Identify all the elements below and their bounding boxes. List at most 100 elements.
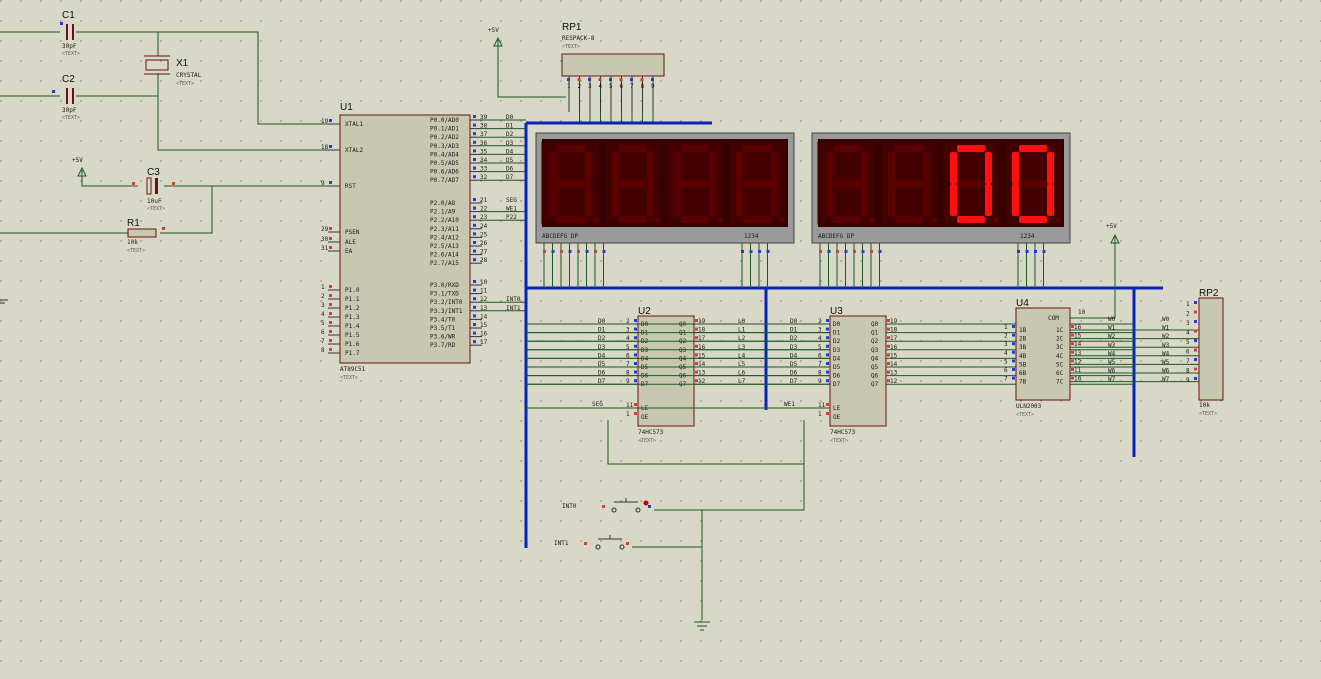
capacitor-c2[interactable]: C2 30pF <TEXT>: [52, 74, 80, 121]
u1-pin-number: 31: [321, 245, 329, 252]
rp1-pin-number: 8: [641, 83, 645, 90]
pin-marker: [695, 336, 698, 340]
display-segment: [861, 152, 868, 184]
pin-marker: [473, 123, 476, 127]
crystal-x1[interactable]: X1 CRYSTAL <TEXT>: [144, 55, 202, 87]
u1-pin-name: P3.7/RD: [430, 342, 456, 349]
latch-ctrl-name: LE: [833, 405, 841, 412]
u1-pin-number: 21: [480, 197, 488, 204]
u1-pin-number: 18: [321, 144, 329, 151]
driver-net-label: W0: [1108, 316, 1116, 323]
u1-pin-name: P1.1: [345, 296, 360, 303]
pin-marker: [634, 353, 637, 357]
rp2-pin-number: 1: [1186, 301, 1190, 308]
latch-out-pin: 12: [698, 378, 706, 385]
u1-ref: U1: [340, 102, 353, 113]
button-int1[interactable]: INT1: [554, 535, 629, 550]
pin-marker: [1071, 376, 1074, 380]
svg-text:+5V: +5V: [1106, 223, 1117, 230]
capacitor-c3[interactable]: C3 10uF <TEXT>: [132, 167, 175, 212]
u1-pin-number: 3: [321, 302, 325, 309]
u1-pin-number: 7: [321, 338, 325, 345]
u1-pin-number: 17: [480, 339, 488, 346]
pin-marker: [826, 379, 829, 383]
latch-in-net: D2: [598, 335, 606, 342]
latch-text: <TEXT>: [830, 438, 848, 444]
u1-pin-name: P0.2/AD2: [430, 134, 459, 141]
latch-in-name: D4: [833, 355, 841, 362]
c2-value: 30pF: [62, 107, 77, 114]
driver-in-pin: 1: [1004, 324, 1008, 331]
pin-marker: [634, 412, 637, 415]
u1-pin-name: P1.2: [345, 305, 360, 312]
rp2-net-label: W1: [1162, 325, 1170, 332]
display-segment: [833, 145, 861, 152]
pin-marker: [826, 336, 829, 340]
display-segment: [1019, 145, 1047, 152]
rp2-pin-number: 5: [1186, 339, 1190, 346]
rp1-value: RESPACK-8: [562, 35, 595, 42]
display-segment-label: ABCDEFG DP: [818, 233, 855, 240]
display-segment: [647, 184, 654, 216]
pin-marker: [741, 250, 744, 253]
display-decimal-point: [1056, 218, 1060, 222]
rp2-net-label: W3: [1162, 342, 1170, 349]
rp2-net-label: W7: [1162, 376, 1170, 383]
rp1-pin-number: 2: [578, 83, 582, 90]
pin-marker: [826, 362, 829, 365]
pin-marker: [329, 145, 332, 148]
driver-out-name: 4C: [1056, 353, 1064, 360]
pin-marker: [473, 206, 476, 210]
rp2-pin-number: 4: [1186, 330, 1190, 337]
rp1-pin-number: 6: [620, 83, 624, 90]
latch-in-pin: 7: [818, 361, 822, 368]
pin-marker: [329, 246, 332, 249]
driver-in-pin: 5: [1004, 358, 1008, 365]
pin-marker: [1194, 358, 1197, 361]
display-segment: [585, 184, 592, 216]
driver-net-label: W4: [1108, 350, 1116, 357]
pin-marker: [585, 250, 589, 253]
u1-pin-name: P2.7/A15: [430, 260, 459, 267]
latch-in-pin: 5: [818, 344, 822, 351]
pin-marker: [695, 370, 698, 374]
resistor-r1[interactable]: R1 10k <TEXT>: [127, 218, 165, 254]
latch-le-net: WE1: [784, 401, 795, 408]
u1-pin-number: 39: [480, 114, 488, 121]
u1-pin-number: 11: [480, 288, 488, 295]
display-segment: [950, 152, 957, 184]
pin-marker: [887, 379, 890, 383]
u1-pin-name: P2.6/A14: [430, 252, 459, 259]
pin-marker: [634, 379, 637, 383]
u1-pin-number: 4: [321, 311, 325, 318]
u1-pin-name: P2.1/A9: [430, 209, 456, 216]
pin-marker: [1012, 325, 1015, 328]
driver-in-pin: 3: [1004, 341, 1008, 348]
pin-marker: [695, 379, 698, 383]
driver-net-label: W1: [1108, 325, 1116, 332]
latch-out-pin: 19: [890, 318, 898, 325]
power-symbol-1: +5V: [72, 157, 87, 180]
button-int0[interactable]: INT0: [562, 498, 651, 513]
latch-body: [829, 315, 887, 427]
capacitor-c1[interactable]: C1 30pF <TEXT>: [60, 10, 80, 57]
pin-marker: [473, 232, 476, 236]
pin-marker: [329, 294, 332, 297]
pin-marker: [651, 78, 654, 81]
u1-pin-number: 27: [480, 249, 488, 256]
driver-out-name: 2C: [1056, 336, 1064, 343]
u1-pin-name: P0.5/AD5: [430, 160, 459, 167]
pin-marker: [329, 312, 332, 315]
u1-pin-number: 25: [480, 231, 488, 238]
u1-pin-number: 36: [480, 140, 488, 147]
u1-pin-name: P2.4/A12: [430, 234, 459, 241]
